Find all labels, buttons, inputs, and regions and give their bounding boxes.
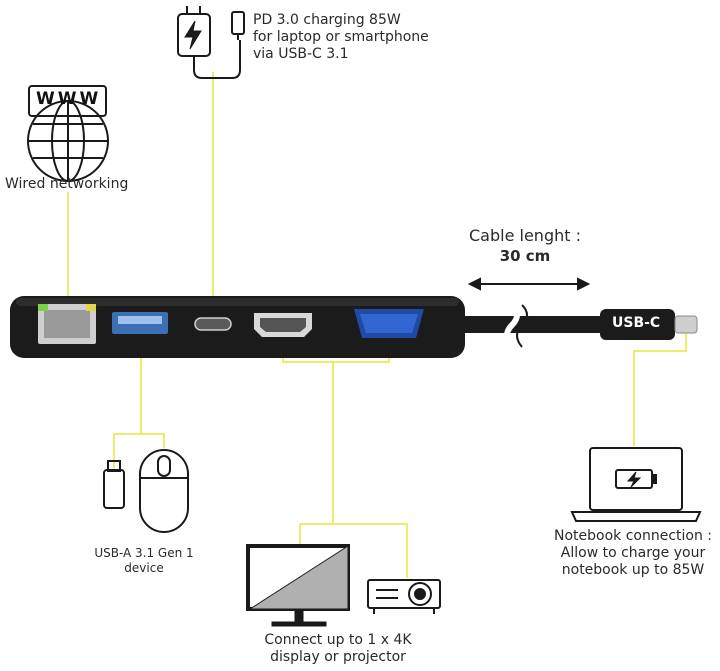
- vga-port: [354, 309, 424, 338]
- hdmi-port: [254, 313, 312, 337]
- projector-icon: [367, 579, 441, 614]
- display-line2: display or projector: [270, 649, 406, 665]
- line-display-split: [299, 523, 408, 578]
- laptop-battery-icon: [570, 447, 702, 522]
- monitor-icon: [246, 544, 350, 627]
- mouse-icon: [139, 449, 189, 533]
- usb-a-line2: device: [124, 561, 164, 575]
- charging-line2: for laptop or smartphone: [253, 29, 429, 45]
- notebook-label: Notebook connection : Allow to charge yo…: [550, 528, 716, 579]
- usb-c-port: [194, 317, 232, 331]
- notebook-line1: Notebook connection :: [553, 528, 713, 544]
- network-label: Wired networking: [5, 176, 129, 192]
- cable-length-label: Cable lenght : 30 cm: [455, 226, 595, 266]
- display-label: Connect up to 1 x 4K display or projecto…: [258, 632, 418, 666]
- charger-icon: [177, 6, 245, 79]
- usb-c-plug-label: USB-C: [612, 315, 661, 331]
- display-line1: Connect up to 1 x 4K: [264, 632, 412, 648]
- cable-length-arrow: [467, 277, 591, 291]
- charging-label: PD 3.0 charging 85W for laptop or smartp…: [253, 12, 429, 63]
- hub-body: [10, 296, 698, 358]
- usb-a-port: [112, 312, 168, 334]
- cable-line2: 30 cm: [499, 247, 551, 265]
- notebook-line3: notebook up to 85W: [561, 562, 705, 578]
- notebook-line2: Allow to charge your: [560, 545, 706, 561]
- globe-icon: [27, 85, 109, 182]
- usb-stick-icon: [103, 460, 125, 509]
- usb-a-label: USB-A 3.1 Gen 1 device: [78, 546, 210, 576]
- line-notebook: [633, 333, 687, 446]
- usb-a-line1: USB-A 3.1 Gen 1: [94, 546, 194, 560]
- cable-line1: Cable lenght :: [469, 226, 581, 245]
- charging-line1: PD 3.0 charging 85W: [253, 12, 401, 28]
- line-usb-a-split: [113, 433, 165, 468]
- www-label: WWW: [36, 89, 102, 109]
- charging-line3: via USB-C 3.1: [253, 46, 349, 62]
- ethernet-port: [38, 304, 96, 344]
